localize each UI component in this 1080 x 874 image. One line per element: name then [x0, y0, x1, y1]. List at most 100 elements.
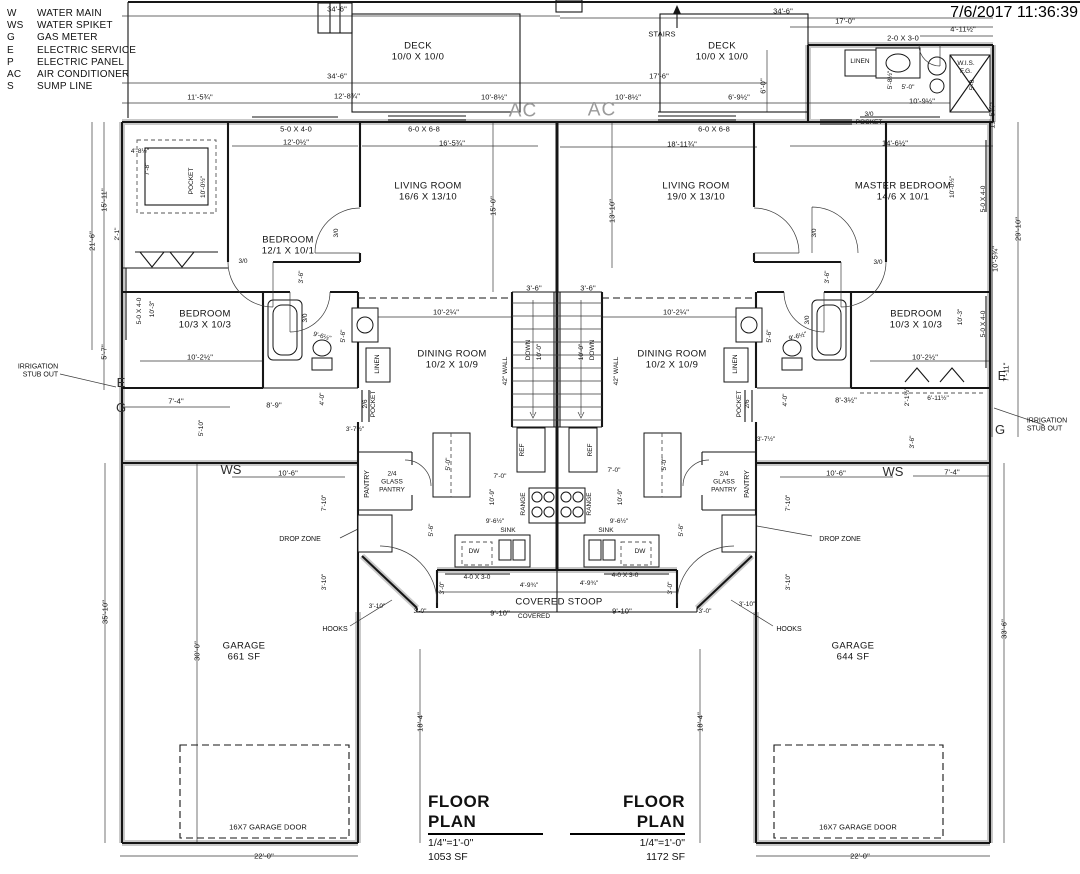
plan-label: 5'-6" — [766, 329, 774, 343]
plan-label: 7'-10" — [785, 494, 793, 512]
plan-label: 4'-8½" — [130, 148, 150, 156]
plan-label: 16'-5¾" — [438, 138, 466, 148]
vanity-suite — [875, 47, 921, 79]
plan-label: 10'-8½" — [480, 92, 508, 102]
plan-label: 5-0 X 4-0 — [280, 124, 312, 134]
room-dining-right: DINING ROOM 10/2 X 10/9 — [637, 348, 707, 371]
plan-label: IRRIGATION STUB OUT — [17, 363, 59, 379]
kitchen-fixtures — [357, 427, 757, 568]
plan-label: W.I.S. F.G. — [957, 60, 975, 75]
plan-area: 1172 SF — [646, 851, 685, 863]
plan-label: 5'-6" — [340, 329, 348, 343]
plan-label: 10'-0½" — [949, 176, 957, 198]
plan-label: 10'-2½" — [911, 352, 939, 362]
marker-gas-right: G — [994, 422, 1006, 438]
plan-label: 17'-6" — [649, 71, 669, 81]
plan-label: 10'-0" — [578, 343, 586, 361]
plan-label: SINK — [598, 527, 614, 535]
plan-label: 3'-10" — [738, 601, 756, 609]
legend-code: G — [7, 32, 15, 44]
plan-label: 4'-9¾" — [579, 580, 599, 588]
plan-title-text: FLOOR PLAN — [428, 792, 543, 835]
plan-label: 6'-0" — [758, 78, 768, 94]
plan-label: 34'-6" — [327, 71, 347, 81]
label-stairs: STAIRS — [648, 29, 676, 39]
legend-code: P — [7, 56, 14, 68]
plan-label: 4'-9¾" — [519, 582, 539, 590]
plan-label: 18'-4" — [415, 712, 425, 732]
plan-label: 3'-10" — [321, 573, 329, 591]
plan-label: 3'-7½" — [345, 426, 365, 434]
plan-label: 30'-0" — [192, 641, 202, 661]
closet-doors — [139, 147, 965, 383]
stairs — [510, 291, 604, 428]
plan-label: 3/0 — [333, 228, 341, 238]
island-left — [432, 432, 471, 498]
plan-label: 2/6 — [744, 399, 752, 409]
dimension-lines — [59, 15, 1045, 857]
room-bedroom-2-right: BEDROOM 10/3 X 10/3 — [889, 308, 943, 331]
plan-label: 7'-11" — [1001, 362, 1011, 382]
drop-zone-bench-right — [721, 514, 757, 553]
deck-left — [351, 13, 521, 113]
legend-label: GAS METER — [37, 32, 98, 44]
marker-water-spiket-left: WS — [220, 462, 242, 478]
plan-label: 6'-9½" — [728, 92, 750, 102]
linen-right — [723, 347, 749, 383]
plan-label: 5'-7" — [99, 344, 109, 360]
plan-label: 5'-10" — [198, 419, 206, 437]
legend-code: WS — [7, 20, 24, 32]
plan-label: 7'-4" — [944, 467, 960, 477]
plan-label: POCKET — [370, 390, 378, 418]
plan-label: COVERED — [517, 613, 551, 621]
plan-label: 34'-6" — [327, 4, 347, 14]
plan-label: 2'-1" — [114, 227, 122, 241]
toilet-right — [782, 339, 802, 357]
plan-label: 3'-0" — [698, 608, 712, 616]
plan-label: 10'-9" — [617, 488, 625, 506]
plan-label: DROP ZONE — [819, 535, 861, 543]
plan-label: 3'-0" — [439, 581, 447, 595]
plan-label: 15'-11" — [99, 188, 109, 212]
plan-label: 10'-5¾" — [990, 245, 1000, 273]
plan-label: 3'-6" — [526, 283, 542, 293]
plan-label: 3'-10" — [368, 603, 386, 611]
plan-label: 3/0 — [302, 313, 310, 323]
legend-label: WATER MAIN — [37, 8, 102, 19]
marker-ac-left: AC — [508, 100, 538, 122]
plan-label: 3'-6" — [824, 270, 832, 284]
room-bedroom-1-left: BEDROOM 12/1 X 10/1 — [261, 234, 315, 257]
legend-item: G GAS METER — [7, 32, 136, 44]
label-covered-stoop: COVERED STOOP — [515, 596, 603, 608]
plan-label: 35'-10" — [100, 600, 110, 624]
plan-area: 1053 SF — [428, 851, 468, 863]
plan-label: 7'-10" — [321, 494, 329, 512]
legend-code: W — [7, 8, 17, 19]
plan-label: 5-0 X 4-0 — [980, 185, 988, 213]
plan-label: 7'-4" — [168, 396, 184, 406]
refrigerator-left — [516, 427, 546, 473]
plan-label: DOWN — [589, 339, 597, 361]
plan-label: 2/4 GLASS PANTRY — [711, 470, 737, 493]
plan-label: LINEN — [374, 354, 382, 374]
plan-label: LINEN — [850, 58, 870, 66]
plan-label: 17'-0" — [835, 16, 855, 26]
plan-label: 21'-6" — [87, 231, 97, 251]
plan-label: 3/0 — [873, 259, 883, 267]
legend-label: AIR CONDITIONER — [37, 69, 130, 81]
plan-label: IRRIGATION STUB OUT — [1026, 417, 1068, 433]
plan-label: DW — [468, 548, 480, 556]
plan-label: HOOKS — [776, 625, 802, 633]
plan-label: 22'-0" — [254, 851, 274, 861]
plan-label: 5-0 X 4-0 — [980, 310, 988, 338]
plan-label: 5'-8½" — [887, 70, 895, 90]
plan-label: 7'-0" — [493, 473, 507, 481]
plan-label: POCKET — [736, 390, 744, 418]
room-garage-right: GARAGE 644 SF — [831, 640, 875, 663]
legend-code: AC — [7, 69, 22, 81]
plan-label: 33'-6" — [999, 619, 1009, 639]
plan-label: 3'-6" — [580, 283, 596, 293]
